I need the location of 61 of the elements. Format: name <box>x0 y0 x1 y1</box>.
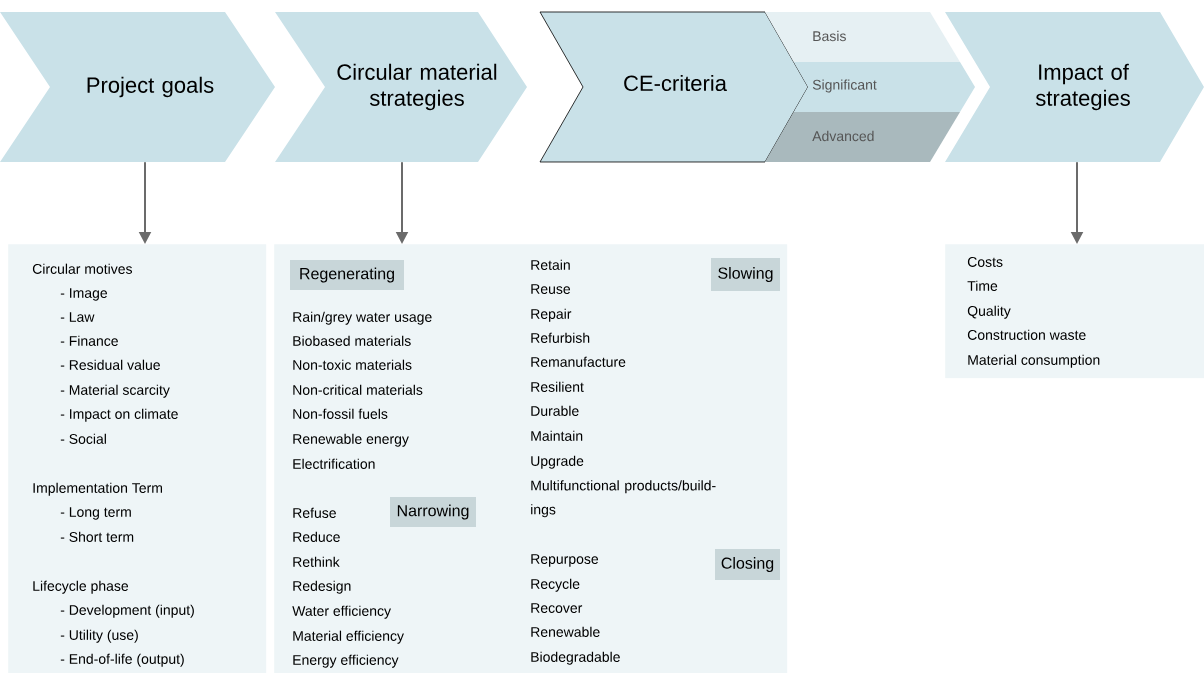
list-item: Non-fossil fuels <box>293 408 388 419</box>
list-item: Renewable <box>531 626 600 637</box>
list-item: Energy efficiency <box>293 654 399 668</box>
list-item: Upgrade <box>531 455 584 469</box>
list-item: Circular motives <box>32 263 132 274</box>
list-item: Renewable energy <box>293 433 409 447</box>
level-band: Advanced <box>765 112 960 162</box>
list-item: Quality <box>967 305 1011 319</box>
list-item: - Development (input) <box>60 604 194 618</box>
list-item: - Impact on climate <box>60 408 178 422</box>
list-item: Water efficiency <box>292 605 391 619</box>
process-step: Circular material strategies <box>275 12 527 162</box>
list-item: Non-critical materials <box>293 384 423 395</box>
list-item: Electrification <box>293 458 375 469</box>
list-item: Maintain <box>531 430 583 441</box>
list-item: Reduce <box>293 531 340 542</box>
list-item: Recycle <box>531 578 580 592</box>
category-tag: Slowing <box>711 258 780 291</box>
list-item: - End-of-life (output) <box>60 653 184 667</box>
list-item: Material consumption <box>968 354 1100 368</box>
list-item: Reuse <box>531 284 571 294</box>
list-item: Repair <box>531 308 572 322</box>
list-item: Rethink <box>293 556 340 567</box>
list-item: Non-toxic materials <box>293 359 412 370</box>
process-step: Project goals <box>0 12 275 162</box>
list-item: Refuse <box>293 507 336 518</box>
list-item: Rain/grey water usage <box>293 311 432 325</box>
list-item: Refurbish <box>531 332 590 343</box>
list-item: Material efficiency <box>293 630 404 644</box>
list-item: - Law <box>60 312 95 322</box>
list-item: Construction waste <box>967 329 1086 340</box>
list-item: Costs <box>967 257 1003 267</box>
list-item: - Short term <box>60 531 134 542</box>
list-item: Retain <box>531 259 570 270</box>
list-item: Durable <box>531 405 579 416</box>
list-item: Recover <box>531 603 583 613</box>
list-item: Lifecycle phase <box>33 580 129 594</box>
list-item: - Social <box>60 433 106 444</box>
category-tag: Regenerating <box>290 260 404 290</box>
list-item: Time <box>967 280 998 291</box>
list-item: Biobased materials <box>293 335 411 346</box>
level-band: Significant <box>793 62 975 112</box>
list-item: - Image <box>60 288 108 301</box>
list-item: Remanufacture <box>531 356 626 367</box>
category-tag: Narrowing <box>390 497 476 527</box>
node-label: Significant <box>812 79 877 93</box>
list-item: Implementation Term <box>33 482 162 496</box>
category-tag: Closing <box>715 549 780 580</box>
list-item: - Finance <box>60 335 118 346</box>
process-step: CE-criteria <box>539 11 809 163</box>
list-item: - Material scarcity <box>60 384 170 398</box>
list-item: Biodegradable <box>531 651 620 665</box>
list-item: Repurpose <box>531 554 599 567</box>
list-item: Multifunctional products/build- ings <box>531 480 716 518</box>
level-band: Basis <box>765 12 960 62</box>
list-item: - Residual value <box>60 359 160 370</box>
list-item: - Long term <box>60 507 131 520</box>
process-step: Impact of strategies <box>945 12 1204 162</box>
list-item: - Utility (use) <box>60 629 138 643</box>
list-item: Resilient <box>531 381 584 392</box>
list-item: Redesign <box>293 580 351 594</box>
